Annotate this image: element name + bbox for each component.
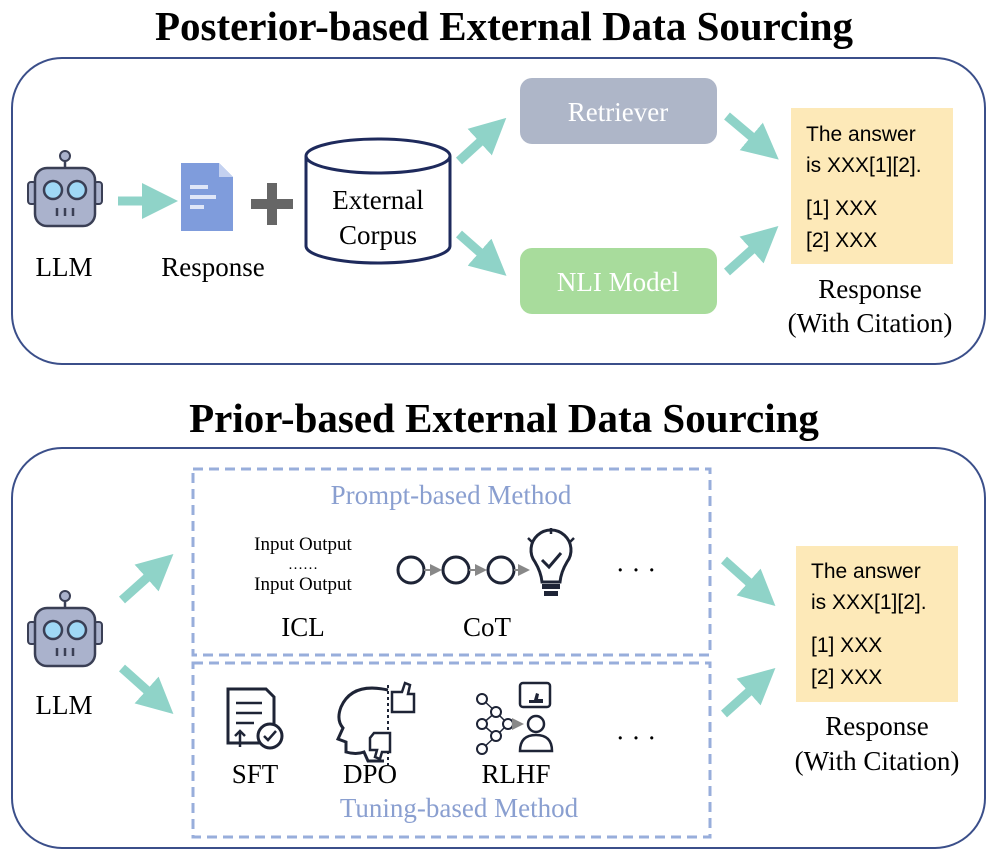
posterior-response-label: Response <box>161 252 265 282</box>
cot-chain-icon <box>396 555 530 585</box>
posterior-title: Posterior-based External Data Sourcing <box>155 3 854 49</box>
prior-answer-line1: The answer <box>811 560 921 583</box>
rlhf-network-person-icon <box>476 681 554 755</box>
plus-icon <box>251 183 293 225</box>
nli-model-box <box>520 248 717 314</box>
lightbulb-check-icon <box>527 528 575 596</box>
prior-panel <box>11 447 986 849</box>
document-icon <box>181 163 233 231</box>
posterior-answer-ref1: [1] XXX <box>806 197 877 220</box>
arrow-llm-to-prompt <box>118 553 174 604</box>
posterior-output-line2: (With Citation) <box>788 308 953 338</box>
posterior-output-line1: Response <box>818 274 922 304</box>
tuning-ellipsis: · · · <box>616 723 656 753</box>
posterior-answer-line1: The answer <box>806 123 916 146</box>
robot-icon <box>27 150 103 228</box>
icl-example-line1: Input Output <box>254 534 352 555</box>
arrow-llm-to-tuning <box>118 664 174 715</box>
posterior-answer-ref2: [2] XXX <box>806 229 877 252</box>
prior-llm-label: LLM <box>36 690 93 720</box>
arrow-nli-to-answer <box>723 225 779 276</box>
corpus-label-line2: Corpus <box>339 220 417 250</box>
arrow-tuning-to-answer <box>720 667 776 718</box>
retriever-label: Retriever <box>568 97 668 127</box>
tuning-method-title: Tuning-based Method <box>340 793 579 823</box>
icl-label: ICL <box>281 612 325 642</box>
dpo-label: DPO <box>343 759 397 789</box>
prior-output-line1: Response <box>825 711 929 741</box>
robot-icon <box>27 590 103 668</box>
arrow-retriever-to-answer <box>724 112 779 160</box>
prior-answer-line2: is XXX[1][2]. <box>811 591 927 614</box>
arrow-corpus-to-nli <box>456 230 507 276</box>
arrow-prompt-to-answer <box>720 556 776 607</box>
posterior-llm-label: LLM <box>36 252 93 282</box>
rlhf-label: RLHF <box>481 759 550 789</box>
prompt-method-box <box>191 467 712 657</box>
prompt-ellipsis: · · · <box>616 555 656 585</box>
sft-document-icon <box>226 687 284 750</box>
icl-example-dots: …… <box>288 557 318 573</box>
prior-answer-ref1: [1] XXX <box>811 634 882 657</box>
dpo-head-thumbs-icon <box>335 681 416 765</box>
posterior-panel <box>11 57 986 365</box>
database-icon <box>304 137 452 265</box>
posterior-answer-box <box>791 108 953 264</box>
sft-label: SFT <box>232 759 279 789</box>
nli-model-label: NLI Model <box>557 267 679 297</box>
prior-title: Prior-based External Data Sourcing <box>189 395 819 441</box>
prior-answer-ref2: [2] XXX <box>811 666 882 689</box>
retriever-box <box>520 78 717 144</box>
corpus-label-line1: External <box>332 185 423 215</box>
icl-example-line2: Input Output <box>254 574 352 595</box>
prior-answer-box <box>796 546 958 702</box>
cot-label: CoT <box>463 612 512 642</box>
arrow-corpus-to-retriever <box>455 117 507 165</box>
tuning-method-box <box>191 661 712 839</box>
prior-output-line2: (With Citation) <box>795 746 960 776</box>
posterior-answer-line2: is XXX[1][2]. <box>806 154 922 177</box>
prompt-method-title: Prompt-based Method <box>331 480 572 510</box>
